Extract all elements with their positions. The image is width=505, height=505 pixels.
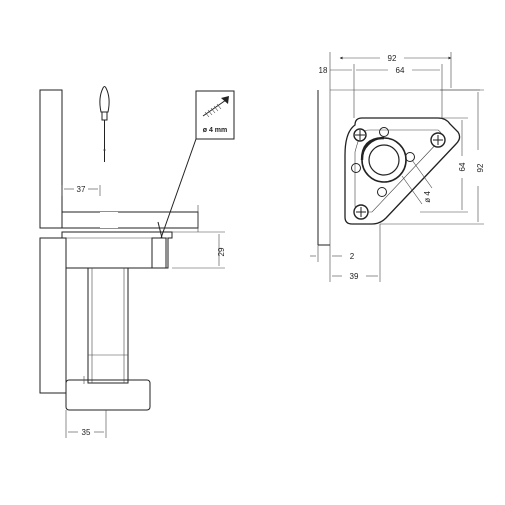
panel-hole <box>100 212 118 228</box>
side-section-view: ø 4 mm 37 29 35 <box>39 86 235 438</box>
dimension-29: 29 <box>172 205 226 269</box>
plate-hole <box>377 187 387 197</box>
screwdriver-icon <box>99 86 110 162</box>
screw-head-icon <box>430 132 446 148</box>
dimension-37: 37 <box>61 185 101 196</box>
dim-29-label: 29 <box>217 247 226 256</box>
plate-hole <box>379 127 389 137</box>
dim-92-right-label: 92 <box>476 163 485 172</box>
leg-socket <box>368 144 400 176</box>
plinth-wall <box>39 237 67 394</box>
top-plan-view: ø 4 92 64 18 92 <box>310 52 485 282</box>
dimension-phi4: ø 4 <box>401 159 433 205</box>
dimension-39: 39 <box>332 224 381 282</box>
dim-92-top-label: 92 <box>388 54 397 63</box>
screw-icon <box>202 96 229 118</box>
dim-35-label: 35 <box>82 428 91 437</box>
cabinet-bottom-panel <box>61 211 199 229</box>
dim-phi4-label: ø 4 <box>423 191 432 203</box>
dimension-2: 2 <box>310 245 355 282</box>
dim-2-label: 2 <box>350 252 355 261</box>
dim-18-label: 18 <box>319 66 328 75</box>
plate-hole <box>351 163 361 173</box>
dim-37-label: 37 <box>77 185 86 194</box>
screw-head-icon <box>353 128 367 142</box>
leg-mounting-plate <box>61 231 173 269</box>
screw-head-icon <box>353 204 369 220</box>
dim-64-right-label: 64 <box>458 162 467 171</box>
leg-foot <box>65 379 151 411</box>
plate-hole <box>405 152 415 162</box>
screw-callout: ø 4 mm <box>157 90 235 239</box>
dimension-92-top: 92 <box>329 52 452 88</box>
dimension-35: 35 <box>65 410 107 438</box>
screw-size-label: ø 4 mm <box>203 127 228 134</box>
dimension-92-right: 92 <box>380 89 485 225</box>
dim-64-top-label: 64 <box>396 66 405 75</box>
screw-callout-box <box>195 90 235 140</box>
cabinet-side-wall <box>39 89 63 229</box>
dimension-64-right: 64 <box>420 117 468 213</box>
leg-body <box>87 267 129 384</box>
screw-boss <box>151 237 167 269</box>
dimension-64-top: 64 18 <box>319 64 443 118</box>
dim-39-label: 39 <box>350 272 359 281</box>
plate-inner-outline <box>354 129 442 213</box>
